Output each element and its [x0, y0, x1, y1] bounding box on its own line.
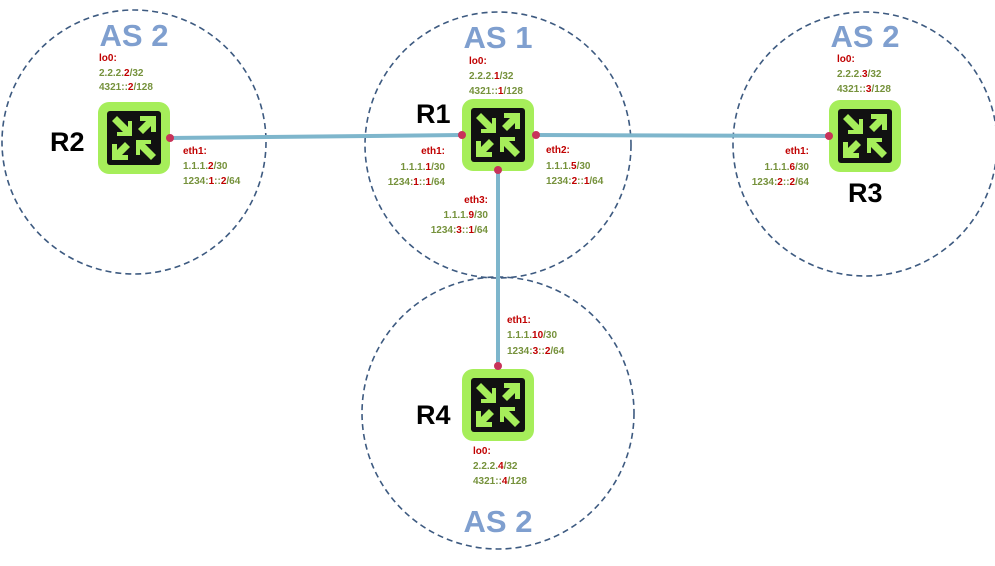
svg-text:eth1:: eth1:: [421, 146, 445, 157]
svg-text:2.2.2.2/32: 2.2.2.2/32: [99, 68, 144, 79]
router-name-r2: R2: [50, 127, 85, 157]
port-r1-eth1[interactable]: [458, 131, 466, 139]
svg-text:4321::1/128: 4321::1/128: [469, 86, 523, 97]
port-r1-eth3[interactable]: [494, 166, 502, 174]
svg-text:1.1.1.5/30: 1.1.1.5/30: [546, 161, 591, 172]
svg-text:lo0:: lo0:: [469, 56, 487, 67]
svg-text:1.1.1.2/30: 1.1.1.2/30: [183, 161, 228, 172]
port-r1-eth2[interactable]: [532, 131, 540, 139]
as-label-r3-zone: AS 2: [831, 19, 900, 54]
port-r2-eth1[interactable]: [166, 134, 174, 142]
svg-text:lo0:: lo0:: [99, 53, 117, 64]
svg-text:2.2.2.4/32: 2.2.2.4/32: [473, 461, 518, 472]
as-label-r1-zone: AS 1: [464, 20, 533, 55]
port-r3-eth1[interactable]: [825, 132, 833, 140]
r4-eth1-info: eth1: 1.1.1.10/30 1234:3::2/64: [507, 315, 565, 357]
svg-text:1.1.1.1/30: 1.1.1.1/30: [401, 162, 446, 173]
svg-text:1234:3::2/64: 1234:3::2/64: [507, 346, 565, 357]
r1-eth1-info: eth1: 1.1.1.1/30 1234:1::1/64: [388, 146, 446, 188]
r2-lo0-info: lo0: 2.2.2.2/32 4321::2/128: [99, 53, 153, 93]
r1-eth2-info: eth2: 1.1.1.5/30 1234:2::1/64: [546, 145, 604, 187]
router-r2[interactable]: [98, 102, 170, 174]
r2-eth1-info: eth1: 1.1.1.2/30 1234:1::2/64: [183, 146, 241, 187]
r1-lo0-info: lo0: 2.2.2.1/32 4321::1/128: [469, 56, 523, 97]
svg-text:1234:1::1/64: 1234:1::1/64: [388, 177, 446, 188]
svg-text:eth1:: eth1:: [507, 315, 531, 326]
svg-text:eth1:: eth1:: [785, 146, 809, 157]
svg-text:2.2.2.1/32: 2.2.2.1/32: [469, 71, 514, 82]
as-zone-r3: AS 2: [732, 11, 995, 277]
svg-text:4321::4/128: 4321::4/128: [473, 476, 527, 487]
svg-text:eth3:: eth3:: [464, 195, 488, 206]
router-r3[interactable]: [829, 100, 901, 172]
router-r1[interactable]: [462, 99, 534, 171]
router-name-r3: R3: [848, 178, 883, 208]
svg-text:lo0:: lo0:: [837, 54, 855, 65]
r3-eth1-info: eth1: 1.1.1.6/30 1234:2::2/64: [752, 146, 810, 188]
svg-text:1.1.1.10/30: 1.1.1.10/30: [507, 330, 557, 341]
svg-text:1.1.1.6/30: 1.1.1.6/30: [765, 162, 810, 173]
as-zone-r4: AS 2: [361, 276, 635, 550]
router-name-r4: R4: [416, 400, 451, 430]
link-r1-r3: [535, 133, 829, 138]
svg-text:4321::3/128: 4321::3/128: [837, 84, 891, 95]
svg-text:2.2.2.3/32: 2.2.2.3/32: [837, 69, 882, 80]
r3-lo0-info: lo0: 2.2.2.3/32 4321::3/128: [837, 54, 891, 95]
svg-text:eth1:: eth1:: [183, 146, 207, 157]
as-zone-r1: AS 1: [364, 11, 632, 279]
svg-text:1234:1::2/64: 1234:1::2/64: [183, 176, 241, 187]
link-r2-r1: [169, 133, 463, 140]
svg-text:1234:2::1/64: 1234:2::1/64: [546, 176, 604, 187]
router-name-r1: R1: [416, 99, 451, 129]
svg-text:lo0:: lo0:: [473, 446, 491, 457]
r1-eth3-info: eth3: 1.1.1.9/30 1234:3::1/64: [431, 195, 489, 236]
as-label-r2-zone: AS 2: [100, 18, 169, 53]
as-zone-r2: AS 2: [1, 9, 267, 275]
router-r4[interactable]: [462, 369, 534, 441]
svg-text:eth2:: eth2:: [546, 145, 570, 156]
svg-text:1234:3::1/64: 1234:3::1/64: [431, 225, 489, 236]
as-label-r4-zone: AS 2: [464, 504, 533, 539]
svg-text:1.1.1.9/30: 1.1.1.9/30: [444, 210, 489, 221]
port-r4-eth1[interactable]: [494, 362, 502, 370]
r4-lo0-info: lo0: 2.2.2.4/32 4321::4/128: [473, 446, 527, 487]
svg-text:4321::2/128: 4321::2/128: [99, 82, 153, 93]
svg-text:1234:2::2/64: 1234:2::2/64: [752, 177, 810, 188]
